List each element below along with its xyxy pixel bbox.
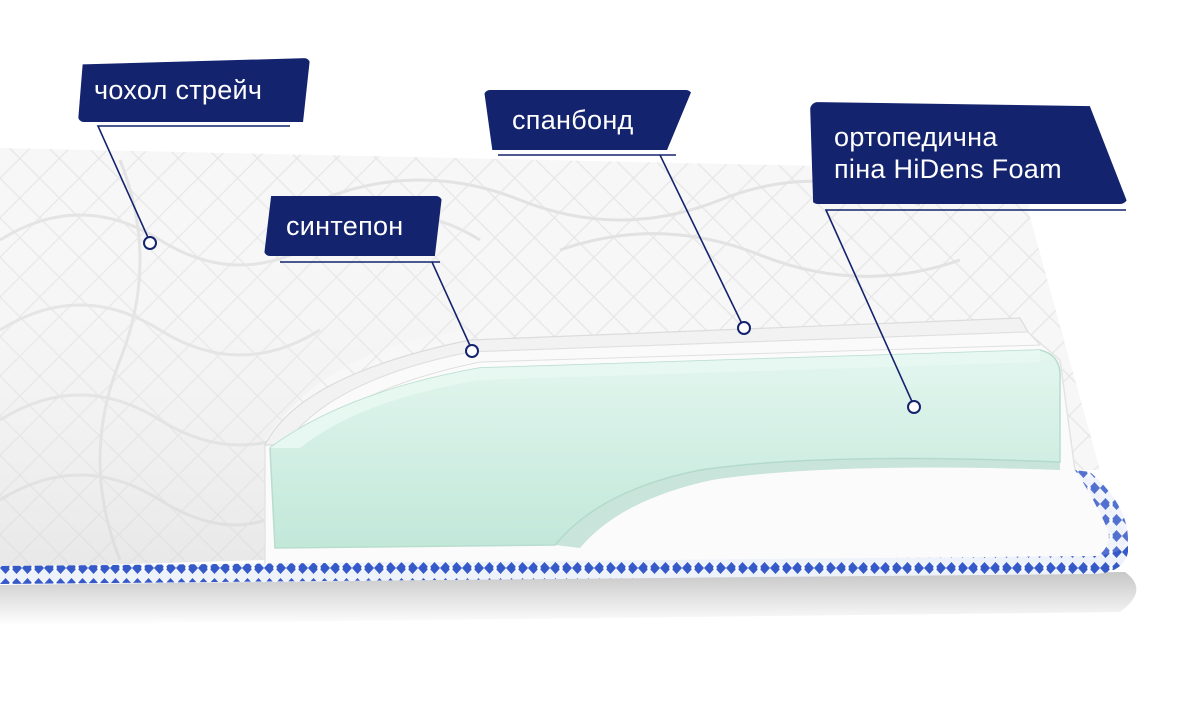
label-foam-line1: ортопедична [834, 122, 998, 152]
label-spunbond: спанбонд [484, 90, 692, 150]
label-spunbond-text: спанбонд [512, 105, 634, 135]
callout-lines [96, 125, 1126, 407]
callout-points [143, 236, 921, 414]
label-foam-line2: піна HiDens Foam [834, 154, 1062, 184]
label-syntepon-text: синтепон [286, 211, 404, 241]
cover-point [143, 236, 157, 250]
label-cover-text: чохол стрейч [94, 75, 263, 105]
ground-shadow [0, 572, 1137, 625]
foam-point [907, 400, 921, 414]
label-syntepon: синтепон [264, 196, 442, 256]
cut-inner-shadow [555, 458, 1060, 548]
cover-leader-line [96, 125, 290, 243]
foam-top-face [270, 350, 1040, 448]
foam-leader-line [824, 209, 1126, 407]
label-foam: ортопедична піна HiDens Foam [810, 102, 1128, 204]
syntepon-leader-line [280, 261, 473, 351]
syntepon-point [465, 344, 479, 358]
ornament-border-tape-side [1075, 470, 1128, 556]
spunbond-leader-line [498, 154, 745, 329]
spunbond-point [737, 321, 751, 335]
label-cover: чохол стрейч [78, 58, 310, 122]
ornament-border-tape [0, 540, 1128, 584]
